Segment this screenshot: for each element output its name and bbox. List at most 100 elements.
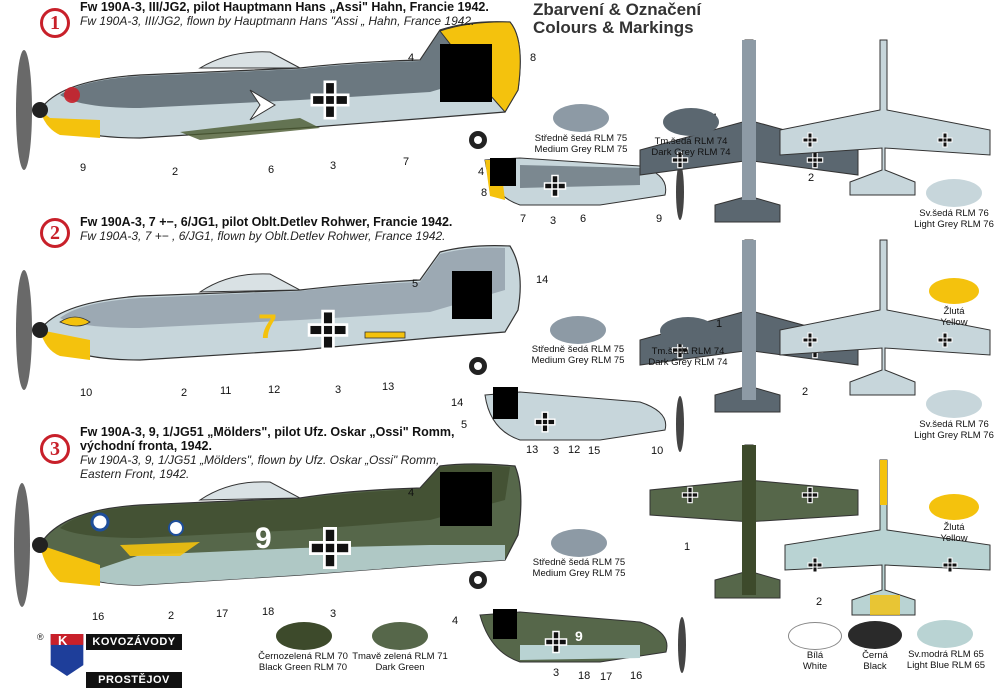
s2s-callout-13: 13: [526, 444, 539, 456]
scheme3-title-line1: Fw 190A-3, 9, 1/JG51 „Mölders", pilot Uf…: [80, 425, 455, 439]
code-2: 7: [258, 308, 277, 346]
scheme3-subtitle-line1: Fw 190A-3, 9, 1/JG51 „Mölders", flown by…: [80, 453, 440, 467]
plan3-callout-1: 1: [684, 541, 691, 553]
s1-callout-8: 8: [530, 52, 537, 64]
scheme3-top-plan: [649, 444, 859, 599]
s1s-callout-3: 3: [550, 215, 557, 227]
s2-callout-14: 14: [536, 274, 549, 286]
swatch-black: [848, 621, 902, 649]
scheme2-side-view: [16, 245, 521, 390]
swatch-yellow-2: [929, 494, 979, 520]
s2-callout-11: 11: [220, 385, 232, 397]
scheme2-title: Fw 190A-3, 7 +−, 6/JG1, pilot Oblt.Detle…: [80, 215, 453, 229]
scheme3-bottom-plan: [784, 459, 991, 616]
redaction-box-3: [440, 472, 492, 526]
s2-callout-5: 5: [412, 278, 419, 290]
swatch-rlm76-2: [926, 390, 982, 418]
s1-callout-7: 7: [403, 156, 410, 168]
s3-callout-2: 2: [168, 610, 175, 622]
scheme1-bottom-plan: [779, 39, 991, 196]
s1-callout-4: 4: [408, 52, 415, 64]
s1s-callout-4: 4: [478, 166, 485, 178]
redaction-box-2-small: [493, 387, 518, 419]
s2-callout-3: 3: [335, 384, 342, 396]
plan2-callout-2: 2: [802, 386, 809, 398]
swatch-rlm75-3: [551, 529, 607, 557]
scheme2-number-badge: 2: [40, 218, 70, 248]
scheme3-number-badge: 3: [40, 434, 70, 464]
swatch-rlm74-2: [660, 317, 716, 345]
scheme3-subtitle-line2: Eastern Front, 1942.: [80, 467, 190, 481]
s1-callout-2: 2: [172, 166, 179, 178]
header-title-cz: Zbarvení & Označení: [533, 0, 702, 19]
scheme1-title: Fw 190A-3, III/JG2, pilot Hauptmann Hans…: [80, 0, 489, 14]
code-3-small: 9: [575, 628, 583, 644]
brand-logo-letter: K: [58, 633, 68, 648]
s1-callout-9: 9: [80, 162, 87, 174]
s2s-callout-5: 5: [461, 419, 468, 431]
s1-callout-6: 6: [268, 164, 275, 176]
scheme2-small-view: [484, 391, 684, 452]
swatch-rlm74-1: [663, 108, 719, 136]
swatch-white: [788, 622, 842, 650]
s1s-callout-9: 9: [656, 213, 663, 225]
s3-callout-4: 4: [408, 487, 415, 499]
s1-callout-3: 3: [330, 160, 337, 172]
s1s-callout-7: 7: [520, 213, 527, 225]
swatch-rlm75-1: [553, 104, 609, 132]
scheme3-small-view: [479, 611, 686, 673]
scheme2-subtitle: Fw 190A-3, 7 +− , 6/JG1, flown by Oblt.D…: [80, 229, 446, 243]
scheme3-title-line2: východní fronta, 1942.: [80, 439, 212, 453]
header-title-en: Colours & Markings: [533, 18, 694, 37]
s3s-callout-16: 16: [630, 670, 643, 682]
s2s-callout-12: 12: [568, 444, 581, 456]
swatch-rlm70: [276, 622, 332, 650]
s3s-callout-18: 18: [578, 670, 591, 682]
s2s-callout-14: 14: [451, 397, 464, 409]
swatch-rlm75-2: [550, 316, 606, 344]
code-3: 9: [255, 522, 272, 555]
s2s-callout-3: 3: [553, 445, 560, 457]
swatch-rlm76-1: [926, 179, 982, 207]
scheme2-bottom-plan: [779, 239, 991, 396]
s2-callout-10: 10: [80, 387, 93, 399]
plan1-callout-2: 2: [808, 172, 815, 184]
scheme3-side-view: [14, 463, 522, 607]
redaction-box-3-small: [493, 609, 517, 639]
s1s-callout-8: 8: [481, 187, 488, 199]
s3-callout-18: 18: [262, 606, 275, 618]
redaction-box-1: [440, 44, 492, 102]
registered-mark: ®: [37, 632, 44, 642]
s2-callout-13: 13: [382, 381, 395, 393]
brand-logo-icon: [50, 634, 84, 676]
scheme1-subtitle: Fw 190A-3, III/JG2, flown by Hauptmann H…: [80, 14, 475, 28]
scheme1-number-badge: 1: [40, 8, 70, 38]
redaction-box-2: [452, 271, 492, 319]
brand-name-top: KOVOZÁVODY: [86, 634, 182, 650]
s2-callout-2: 2: [181, 387, 188, 399]
s2s-callout-15: 15: [588, 445, 601, 457]
swatch-rlm65: [917, 620, 973, 648]
s3s-callout-17: 17: [600, 671, 613, 683]
s2s-callout-10: 10: [651, 445, 664, 457]
swatch-yellow-1: [929, 278, 979, 304]
swatch-rlm71: [372, 622, 428, 650]
s3s-callout-4: 4: [452, 615, 459, 627]
plan3-callout-2: 2: [816, 596, 823, 608]
plan2-callout-1: 1: [716, 318, 723, 330]
